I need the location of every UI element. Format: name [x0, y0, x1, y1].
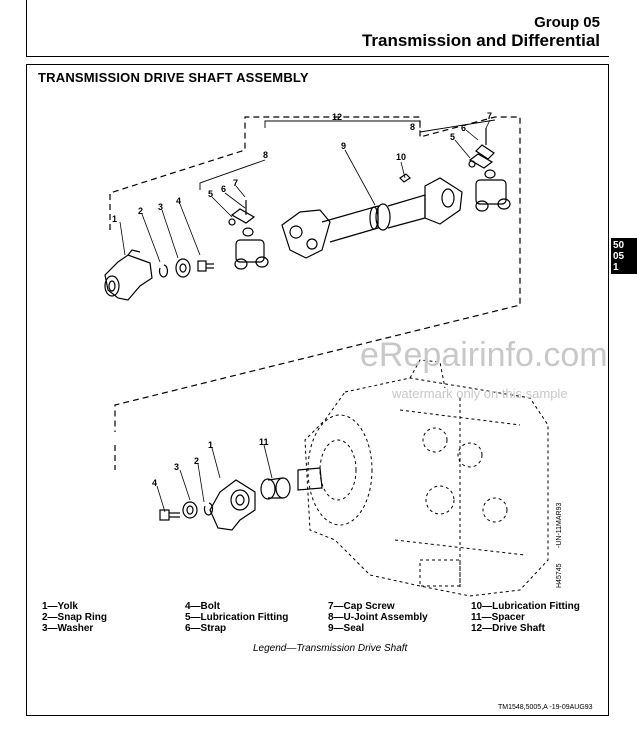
output-shaft	[297, 467, 323, 491]
vertical-code-1: -UN-11MAR93	[556, 502, 563, 548]
legend-item: 12—Drive Shaft	[471, 623, 545, 634]
legend-item: 8—U-Joint Assembly	[328, 612, 428, 623]
tab-line-1: 50	[613, 240, 625, 251]
section-tab: 50 05 1	[611, 238, 637, 274]
transmission-housing	[304, 359, 549, 597]
tab-line-2: 05	[613, 251, 625, 262]
legend-item: 6—Strap	[185, 623, 227, 634]
legend-caption: Legend—Transmission Drive Shaft	[253, 643, 408, 654]
legend-item: 2—Snap Ring	[42, 612, 108, 623]
callout-5a: 5	[450, 132, 455, 142]
callout-12: 12	[332, 112, 342, 122]
legend-item: 10—Lubrication Fitting	[471, 601, 580, 612]
callout-2b: 2	[194, 456, 199, 466]
u-joint-left	[228, 200, 269, 270]
snap-ring-top	[158, 264, 169, 278]
legend-item: 9—Seal	[328, 623, 365, 634]
legend-col-2: 4—Bolt 5—Lubrication Fitting 6—Strap	[185, 601, 288, 634]
washer-bottom	[182, 501, 198, 519]
bolt-bottom	[159, 509, 180, 521]
callout-labels: 12 8 8 9 10 7 6 5 7 6 5 4 3 2 1 1 2 3 4 …	[112, 111, 492, 488]
callout-8a: 8	[263, 150, 268, 160]
callout-1b: 1	[208, 440, 213, 450]
callout-8b: 8	[410, 122, 415, 132]
vertical-code-2: H45745	[556, 563, 563, 588]
figure-frame	[26, 64, 609, 716]
yoke-top	[104, 249, 153, 301]
legend-item: 3—Washer	[42, 623, 94, 634]
legend-item: 7—Cap Screw	[328, 601, 395, 612]
callout-5b: 5	[208, 189, 213, 199]
callout-brackets	[199, 119, 496, 190]
callout-7a: 7	[487, 111, 492, 121]
spacer-bottom	[260, 477, 291, 500]
watermark-subtext: watermark only on this sample	[392, 386, 568, 401]
legend-col-1: 1—Yolk 2—Snap Ring 3—Washer	[42, 601, 107, 634]
callout-4b: 4	[152, 478, 157, 488]
watermark: eRepairinfo.com	[360, 336, 608, 374]
legend-item: 4—Bolt	[185, 601, 220, 612]
legend-item: 5—Lubrication Fitting	[185, 612, 289, 623]
leader-lines	[119, 119, 491, 513]
callout-3b: 3	[174, 462, 179, 472]
drive-shaft	[281, 177, 463, 259]
legend-item: 1—Yolk	[42, 601, 78, 612]
washer-top	[175, 258, 191, 278]
callout-10: 10	[396, 152, 406, 162]
u-joint-right	[468, 128, 511, 212]
lube-fitting-center	[399, 173, 411, 183]
callout-7b: 7	[233, 178, 238, 188]
legend-col-3: 7—Cap Screw 8—U-Joint Assembly 9—Seal	[328, 601, 428, 634]
header-divider	[26, 56, 609, 57]
group-label: Group 05	[534, 14, 600, 31]
legend-item: 11—Spacer	[471, 612, 525, 623]
callout-2a: 2	[138, 206, 143, 216]
callout-6a: 6	[461, 123, 466, 133]
callout-1a: 1	[112, 214, 117, 224]
callout-3a: 3	[158, 202, 163, 212]
callout-11: 11	[259, 437, 269, 447]
tab-line-3: 1	[613, 262, 619, 273]
callout-9: 9	[341, 141, 346, 151]
callout-6b: 6	[221, 184, 226, 194]
yoke-bottom	[209, 479, 256, 531]
legend-col-4: 10—Lubrication Fitting 11—Spacer 12—Driv…	[471, 601, 580, 634]
figure-code: TM1548,5005,A -19-09AUG93	[498, 704, 593, 711]
snap-ring-bottom	[203, 502, 214, 516]
header-rule	[26, 0, 27, 57]
dashed-outline	[109, 116, 521, 470]
bolt-top	[197, 260, 214, 272]
page-title: Transmission and Differential	[361, 31, 600, 50]
callout-4a: 4	[176, 196, 181, 206]
section-title: TRANSMISSION DRIVE SHAFT ASSEMBLY	[38, 70, 309, 85]
